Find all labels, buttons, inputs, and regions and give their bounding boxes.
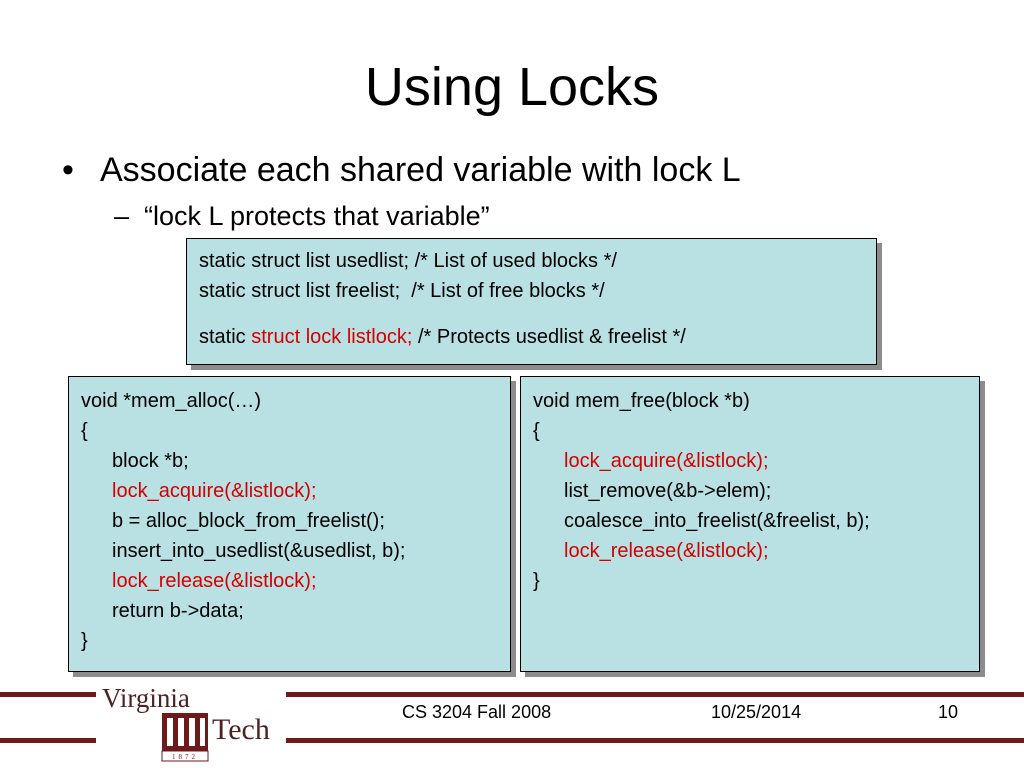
code-line: static struct list freelist; /* List of … [199,280,605,302]
declarations-code-box: static struct list usedlist; /* List of … [186,238,877,365]
code-line: void mem_free(block *b) [533,390,750,412]
code-text: /* Protects usedlist & freelist */ [412,326,686,348]
code-line: { [81,420,88,442]
logo-year: 1872 [172,753,198,761]
code-highlight: struct lock listlock; [251,326,413,348]
code-text: coalesce_into_freelist(&freelist, b); [564,510,870,532]
code-line: } [533,570,540,592]
code-text: return b->data; [112,600,244,622]
mem-free-code-box: void mem_free(block *b) { lock_acquire(&… [520,376,980,672]
bullet-dash-icon: – [114,201,130,231]
code-text: static [199,326,252,348]
code-line: } [81,630,88,652]
code-line: void *mem_alloc(…) [81,390,262,412]
code-text: insert_into_usedlist(&usedlist, b); [112,540,406,562]
code-line: lock_release(&listlock); [81,566,498,596]
code-text: block *b; [112,450,189,472]
code-line: lock_acquire(&listlock); [533,446,967,476]
code-line: lock_release(&listlock); [533,536,967,566]
code-line: block *b; [81,446,498,476]
code-highlight: lock_release(&listlock); [112,570,317,592]
footer-rule-bottom [0,738,1024,743]
code-line: list_remove(&b->elem); [533,476,967,506]
bullet-dot-icon: • [62,151,74,189]
slide-title: Using Locks [364,57,660,117]
code-line-listlock: static struct lock listlock; /* Protects… [199,322,864,352]
code-line: insert_into_usedlist(&usedlist, b); [81,536,498,566]
footer-date: 10/25/2014 [711,702,802,722]
code-line: coalesce_into_freelist(&freelist, b); [533,506,967,536]
logo-text-tech: Tech [212,713,270,746]
footer-rule-top [0,692,1024,697]
code-highlight: lock_acquire(&listlock); [564,450,769,472]
code-highlight: lock_acquire(&listlock); [112,480,317,502]
footer-page-number: 10 [938,702,959,722]
bullet-sub-text: “lock L protects that variable” [144,201,490,231]
mem-alloc-code-box: void *mem_alloc(…) { block *b; lock_acqu… [68,376,511,672]
code-highlight: lock_release(&listlock); [564,540,769,562]
code-line: static struct list usedlist; /* List of … [199,250,617,272]
code-line: b = alloc_block_from_freelist(); [81,506,498,536]
bullet-main-text: Associate each shared variable with lock… [100,151,741,189]
footer-course: CS 3204 Fall 2008 [402,702,552,722]
code-line: { [533,420,540,442]
code-text: list_remove(&b->elem); [564,480,772,502]
code-line: return b->data; [81,596,498,626]
bullet-sub: –“lock L protects that variable” [114,203,490,230]
hokie-stone-icon [161,713,209,762]
code-line: lock_acquire(&listlock); [81,476,498,506]
bullet-main: • Associate each shared variable with loc… [62,153,741,187]
code-text: b = alloc_block_from_freelist(); [112,510,385,532]
virginia-tech-logo: Virginia 1872 Tech [96,683,286,765]
logo-text-virginia: Virginia [102,683,190,713]
